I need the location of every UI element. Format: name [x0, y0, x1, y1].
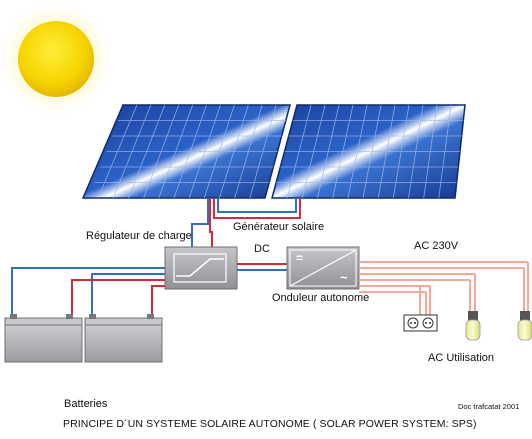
panel-wires: [191, 198, 301, 247]
solar-panel-right: [271, 104, 466, 199]
inverter: = ~: [286, 246, 360, 290]
light-bulb-icon: [465, 311, 481, 341]
dc-wires: [237, 263, 287, 271]
label-ac-use: AC Utilisation: [428, 352, 495, 364]
battery-right: [84, 314, 163, 363]
label-inverter: Onduleur autonome: [272, 292, 370, 304]
diagram-title: PRINCIPE D´UN SYSTEME SOLAIRE AUTONOME (…: [63, 418, 477, 430]
ac-wires: [359, 261, 529, 316]
inverter-dc-symbol: =: [296, 251, 303, 265]
label-dc: DC: [254, 243, 270, 255]
solar-panel-left: [81, 104, 291, 199]
label-ac-voltage: AC 230V: [414, 240, 459, 252]
sun-icon: [0, 0, 116, 119]
battery-left: [4, 314, 83, 363]
label-batteries: Batteries: [64, 398, 108, 410]
label-charge-regulator: Régulateur de charge: [86, 230, 192, 242]
label-credit: Doc trafcatat 2001: [458, 402, 520, 411]
inverter-ac-symbol: ~: [340, 270, 348, 285]
battery-wires: [11, 267, 165, 320]
light-bulb-icon: [517, 311, 532, 341]
charge-regulator: [164, 246, 238, 290]
power-socket-icon: [403, 314, 438, 332]
label-solar-generator: Générateur solaire: [233, 221, 325, 233]
